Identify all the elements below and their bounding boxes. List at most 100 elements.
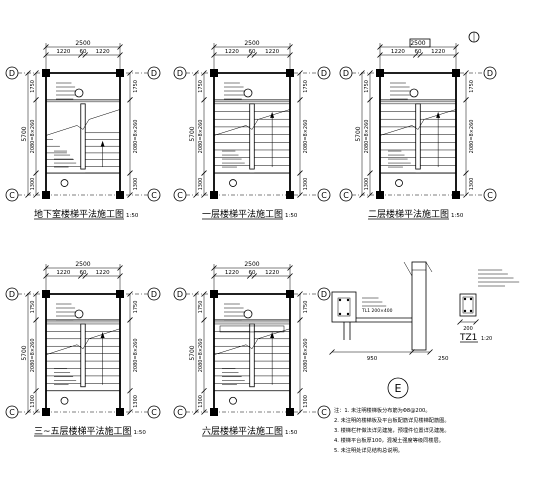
dimension-tick bbox=[412, 52, 419, 58]
dim-text-right-flight: 2080=8×260 bbox=[133, 120, 139, 154]
dim-text-height: 5700 bbox=[189, 345, 196, 360]
dim-text-part-2: 60 bbox=[80, 270, 87, 276]
axis-bubble-right-bottom: C bbox=[317, 188, 331, 202]
up-arrow-head bbox=[100, 331, 105, 338]
tz1-stirrup bbox=[462, 296, 474, 314]
axis-bubble-left-top: D bbox=[5, 287, 19, 301]
dimension-tick bbox=[367, 192, 373, 198]
dimension-tick bbox=[297, 291, 303, 297]
dim-text-right-flight: 2080=8×260 bbox=[303, 338, 309, 372]
column-0 bbox=[42, 290, 50, 298]
column-1 bbox=[286, 69, 294, 77]
dim-text-upper: 1750 bbox=[198, 80, 204, 93]
panel-title-p2: 一层楼梯平法施工图 bbox=[202, 208, 283, 220]
dimension-tick bbox=[297, 317, 303, 323]
axis-bubble-right-top: D bbox=[317, 287, 331, 301]
dim-text-part-2: 60 bbox=[80, 49, 87, 55]
column-3 bbox=[286, 408, 294, 416]
section-symbol bbox=[74, 88, 84, 98]
dimension-tick bbox=[201, 387, 207, 394]
dimension-tick bbox=[297, 170, 303, 176]
dimension-tick bbox=[246, 52, 253, 58]
dimension-tick bbox=[359, 192, 365, 198]
rebar-note-lower bbox=[222, 368, 245, 386]
tz-reference-letter: E bbox=[395, 382, 402, 395]
axis-bubble-circle bbox=[5, 287, 19, 301]
axis-bubble-circle bbox=[147, 287, 161, 301]
dim-text-flight: 2080=8×260 bbox=[30, 338, 36, 372]
stair-break-line bbox=[213, 328, 291, 355]
stair-well bbox=[249, 323, 255, 388]
dimension-tick bbox=[201, 291, 207, 297]
column-1 bbox=[452, 69, 460, 77]
axis-bubble-right-bottom: C bbox=[147, 188, 161, 202]
dim-text-overall: 2500 bbox=[75, 40, 90, 47]
dimension-tick bbox=[127, 387, 133, 394]
tz-dim-tick bbox=[329, 349, 335, 355]
axis-bubble-right-top: D bbox=[147, 287, 161, 301]
dim-text-part-1: 1220 bbox=[225, 270, 239, 276]
stair-well bbox=[80, 323, 86, 388]
section-symbol-lower bbox=[229, 396, 237, 405]
panel-scale-p4: 1:50 bbox=[134, 430, 147, 436]
section-symbol-lower bbox=[229, 179, 237, 187]
dimension-tick bbox=[201, 317, 207, 323]
dim-text-part-2: 60 bbox=[249, 270, 256, 276]
axis-bubble-letter: C bbox=[343, 191, 349, 200]
dimension-tick bbox=[297, 192, 303, 198]
roof-landing-rail bbox=[219, 325, 285, 333]
dim-text-flight: 2080=8×260 bbox=[364, 120, 370, 154]
dimension-tick bbox=[25, 291, 31, 297]
dim-text-overall: 2500 bbox=[244, 261, 259, 268]
tz-reference-circle bbox=[387, 377, 409, 399]
axis-bubble-letter: C bbox=[177, 408, 183, 417]
dim-text-right-lower: 1300 bbox=[133, 178, 139, 191]
dimension-tick bbox=[33, 409, 39, 415]
dimension-tick bbox=[297, 70, 303, 76]
dimension-tick bbox=[25, 70, 31, 76]
axis-bubble-circle bbox=[339, 66, 353, 80]
note-line-2: 2. 未注明的楼梯板及平台板配筋详见楼梯配筋图。 bbox=[334, 416, 450, 424]
tz-dim-text-width: 950 bbox=[367, 356, 378, 362]
panel-title-p3: 二层楼梯平法施工图 bbox=[368, 208, 449, 220]
dim-text-overall: 2500 bbox=[410, 40, 425, 47]
dimension-tick bbox=[297, 97, 303, 103]
dimension-tick bbox=[127, 291, 133, 297]
dim-text-part-3: 1220 bbox=[265, 49, 279, 55]
column-1 bbox=[286, 290, 294, 298]
stair-break-line bbox=[45, 109, 121, 136]
dim-text-lower: 1300 bbox=[198, 395, 204, 408]
column-0 bbox=[42, 69, 50, 77]
axis-bubble-right-bottom: C bbox=[317, 405, 331, 419]
tz-rebar-dot-0 bbox=[338, 298, 342, 302]
column-3 bbox=[116, 191, 124, 199]
up-arrow-head bbox=[270, 111, 275, 118]
panel-scale-p1: 1:50 bbox=[126, 213, 139, 219]
dim-text-part-3: 1220 bbox=[96, 270, 110, 276]
dim-text-right-upper: 1750 bbox=[133, 80, 139, 93]
axis-bubble-letter: D bbox=[9, 69, 15, 78]
axis-bubble-right-bottom: C bbox=[483, 188, 497, 202]
tz1-rebar-1 bbox=[469, 297, 473, 301]
column-3 bbox=[452, 191, 460, 199]
dimension-tick bbox=[463, 70, 469, 76]
dimension-tick bbox=[251, 52, 258, 58]
rebar-note-upper bbox=[56, 303, 83, 321]
column-2 bbox=[210, 191, 218, 199]
dim-text-upper: 1750 bbox=[30, 80, 36, 93]
dim-text-height: 5700 bbox=[21, 126, 28, 141]
tz-dim-text-side: 250 bbox=[438, 356, 449, 362]
up-arrow-head bbox=[436, 111, 441, 118]
tz1-scale: 1:20 bbox=[481, 336, 492, 342]
dim-text-flight: 2080=8×260 bbox=[198, 120, 204, 154]
column-1 bbox=[116, 69, 124, 77]
axis-bubble-letter: D bbox=[9, 290, 15, 299]
note-line-1: 注：1. 未注明楼梯板分布筋为Φ8@200。 bbox=[334, 406, 431, 414]
section-symbol-lower bbox=[395, 179, 403, 187]
dim-text-upper: 1750 bbox=[30, 301, 36, 314]
tz-dim-tick bbox=[427, 349, 433, 355]
dim-text-part-2: 60 bbox=[415, 49, 422, 55]
